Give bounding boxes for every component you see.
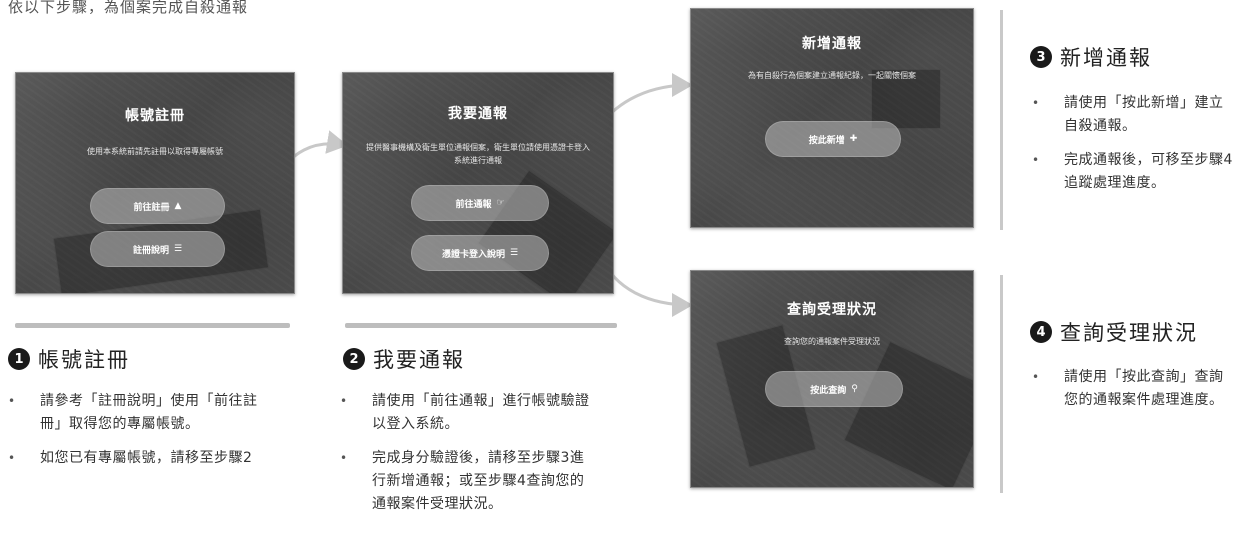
report-card-shadow: [345, 323, 617, 328]
user-icon: ▲: [174, 201, 182, 211]
step1-bullets: 請參考「註冊說明」使用「前往註冊」取得您的專屬帳號。 如您已有專屬帳號，請移至步…: [8, 390, 276, 481]
step2-heading: 2 我要通報: [343, 344, 465, 374]
list-item: 如您已有專屬帳號，請移至步驟2: [8, 447, 276, 470]
go-register-button[interactable]: 前往註冊 ▲: [90, 188, 225, 224]
step3-number: 3: [1030, 46, 1052, 68]
step2-number: 2: [343, 348, 365, 370]
list-item: 完成通報後，可移至步驟4追蹤處理進度。: [1032, 149, 1237, 195]
step1-title: 帳號註冊: [38, 348, 130, 372]
register-card-title: 帳號註冊: [125, 108, 185, 124]
report-card-title: 我要通報: [448, 106, 508, 122]
register-card-shadow: [15, 323, 290, 328]
step4-number: 4: [1030, 321, 1052, 343]
hand-icon: ☞: [496, 198, 505, 208]
step4-title: 查詢受理狀況: [1060, 321, 1198, 345]
list-item: 請使用「按此新增」建立自殺通報。: [1032, 92, 1237, 138]
plus-icon: ✚: [849, 134, 858, 144]
list-item: 請使用「按此查詢」查詢您的通報案件處理進度。: [1032, 366, 1237, 412]
report-card-subtitle: 提供醫事機構及衛生單位通報個案，衛生單位請使用憑證卡登入系統進行通報: [366, 143, 590, 165]
add-report-button[interactable]: 按此新增 ✚: [765, 121, 901, 157]
step2-bullets: 請使用「前往通報」進行帳號驗證以登入系統。 完成身分驗證後，請移至步驟3進行新增…: [340, 390, 598, 527]
add-report-card: 新增通報 為有自殺行為個案建立通報紀錄，一起關懷個案 按此新增 ✚: [690, 8, 974, 228]
list-item: 完成身分驗證後，請移至步驟3進行新增通報；或至步驟4查詢您的通報案件受理狀況。: [340, 447, 598, 516]
step3-heading: 3 新增通報: [1030, 42, 1152, 72]
step4-heading: 4 查詢受理狀況: [1030, 317, 1198, 347]
step1-number: 1: [8, 348, 30, 370]
report-card: 我要通報 提供醫事機構及衛生單位通報個案，衛生單位請使用憑證卡登入系統進行通報 …: [342, 72, 614, 294]
register-card-subtitle: 使用本系統前請先註冊以取得專屬帳號: [87, 147, 223, 156]
step3-title: 新增通報: [1060, 46, 1152, 70]
query-status-card-subtitle: 查詢您的通報案件受理狀況: [784, 337, 880, 346]
add-report-card-subtitle: 為有自殺行為個案建立通報紀錄，一起關懷個案: [748, 71, 916, 80]
step4-bullets: 請使用「按此查詢」查詢您的通報案件處理進度。: [1032, 366, 1237, 423]
list-item: 請使用「前往通報」進行帳號驗證以登入系統。: [340, 390, 598, 436]
book-icon: ☰: [509, 248, 519, 258]
register-card: 帳號註冊 使用本系統前請先註冊以取得專屬帳號 前往註冊 ▲ 註冊說明 ☰: [15, 72, 295, 294]
book-icon: ☰: [173, 244, 183, 254]
step2-title: 我要通報: [373, 348, 465, 372]
query-status-card-title: 查詢受理狀況: [787, 302, 877, 318]
step1-heading: 1 帳號註冊: [8, 344, 130, 374]
search-icon: ⚲: [851, 384, 858, 394]
certificate-login-info-button[interactable]: 憑證卡登入說明 ☰: [411, 235, 549, 271]
intro-text: 依以下步驟，為個案完成自殺通報: [8, 0, 249, 16]
register-info-button[interactable]: 註冊說明 ☰: [90, 231, 225, 267]
step3-bullets: 請使用「按此新增」建立自殺通報。 完成通報後，可移至步驟4追蹤處理進度。: [1032, 92, 1237, 206]
query-status-card: 查詢受理狀況 查詢您的通報案件受理狀況 按此查詢 ⚲: [690, 270, 974, 488]
add-report-card-title: 新增通報: [802, 36, 862, 52]
divider-step3: [1000, 10, 1003, 230]
query-status-button[interactable]: 按此查詢 ⚲: [765, 371, 903, 407]
list-item: 請參考「註冊說明」使用「前往註冊」取得您的專屬帳號。: [8, 390, 276, 436]
go-report-button[interactable]: 前往通報 ☞: [411, 185, 549, 221]
divider-step4: [1000, 275, 1003, 493]
